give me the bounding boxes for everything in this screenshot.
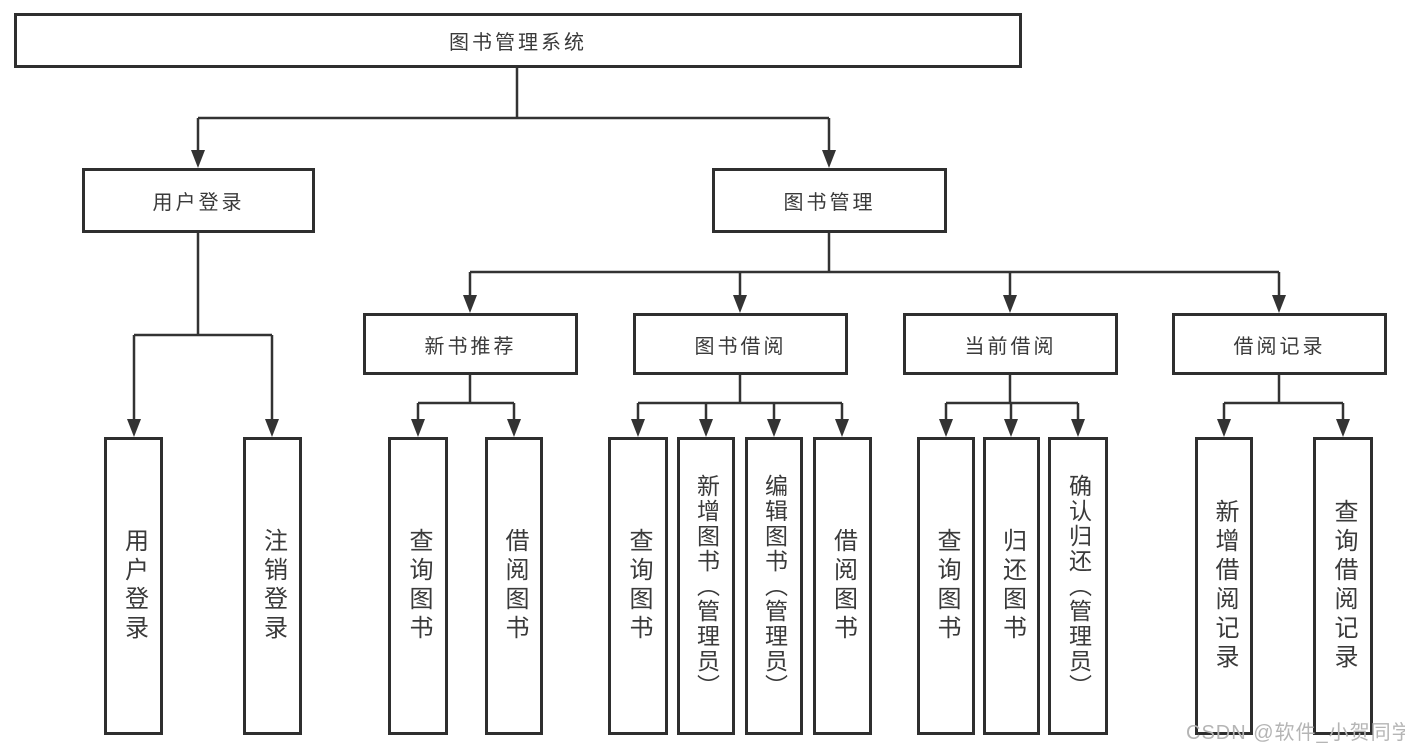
leaf-confirm-return-admin: 确认归还（管理员） — [1048, 437, 1108, 735]
leaf-return-books: 归还图书 — [983, 437, 1040, 735]
leaf-user-login: 用户登录 — [104, 437, 163, 735]
leaf-logout: 注销登录 — [243, 437, 302, 735]
node-borrowing-records: 借阅记录 — [1172, 313, 1387, 375]
leaf-query-borrow-record: 查询借阅记录 — [1313, 437, 1373, 735]
connector-book-management-to-level3 — [463, 233, 1286, 313]
node-root: 图书管理系统 — [14, 13, 1022, 68]
connector-user-login-to-leaves — [127, 233, 279, 437]
node-current-borrowing: 当前借阅 — [903, 313, 1118, 375]
connector-borrowing-records-to-leaves — [1217, 375, 1350, 437]
leaf-query-books-current: 查询图书 — [917, 437, 975, 735]
connector-current-borrowing-to-leaves — [939, 375, 1085, 437]
node-book-borrowing: 图书借阅 — [633, 313, 848, 375]
leaf-borrow-books-recommend: 借阅图书 — [485, 437, 543, 735]
node-user-login: 用户登录 — [82, 168, 315, 233]
leaf-query-books-recommend: 查询图书 — [388, 437, 448, 735]
node-book-management: 图书管理 — [712, 168, 947, 233]
leaf-edit-books-admin: 编辑图书（管理员） — [745, 437, 803, 735]
node-new-book-recommend: 新书推荐 — [363, 313, 578, 375]
leaf-query-books-borrowing: 查询图书 — [608, 437, 668, 735]
connector-book-borrowing-to-leaves — [631, 375, 849, 437]
leaf-add-books-admin: 新增图书（管理员） — [677, 437, 735, 735]
connector-new-book-recommend-to-leaves — [411, 375, 521, 437]
leaf-borrow-books: 借阅图书 — [813, 437, 872, 735]
connector-root-to-level2 — [191, 68, 836, 168]
watermark: CSDN @软件_小贺同学 — [1186, 722, 1405, 744]
leaf-add-borrow-record: 新增借阅记录 — [1195, 437, 1253, 735]
